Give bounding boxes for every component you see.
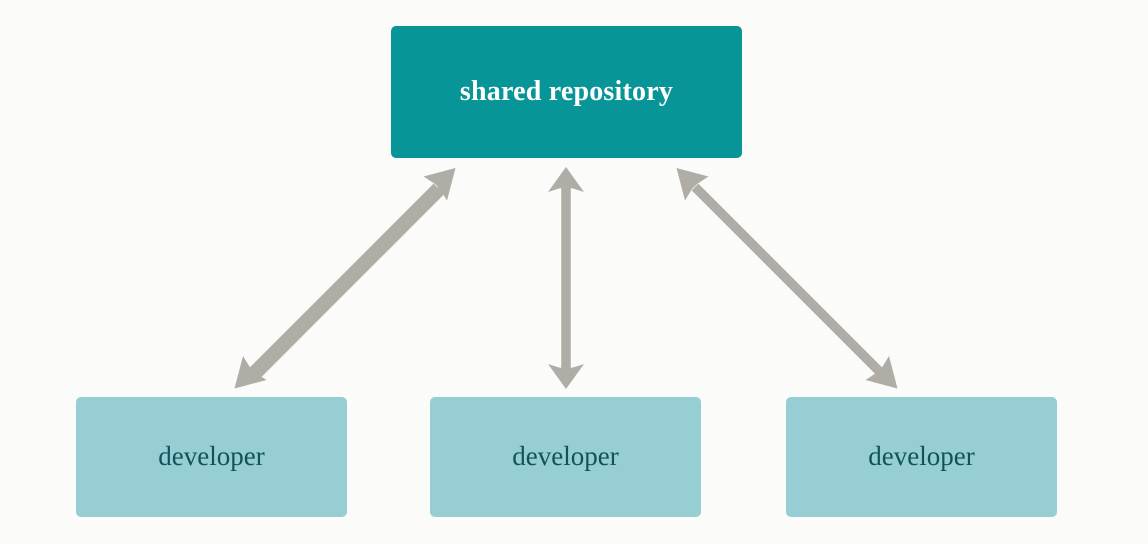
node-shared-repository[interactable]: shared repository xyxy=(391,26,742,158)
arrow-repo-developer-right xyxy=(676,168,898,389)
node-developer-1[interactable]: developer xyxy=(76,397,347,517)
node-developer-2[interactable]: developer xyxy=(430,397,701,517)
node-developer-1-label: developer xyxy=(158,441,265,472)
node-developer-2-label: developer xyxy=(512,441,619,472)
node-shared-repository-label: shared repository xyxy=(459,75,674,107)
arrow-repo-developer-left xyxy=(234,168,456,389)
node-developer-3-label: developer xyxy=(868,441,975,472)
arrow-repo-developer-center xyxy=(548,167,584,389)
node-developer-3[interactable]: developer xyxy=(786,397,1057,517)
